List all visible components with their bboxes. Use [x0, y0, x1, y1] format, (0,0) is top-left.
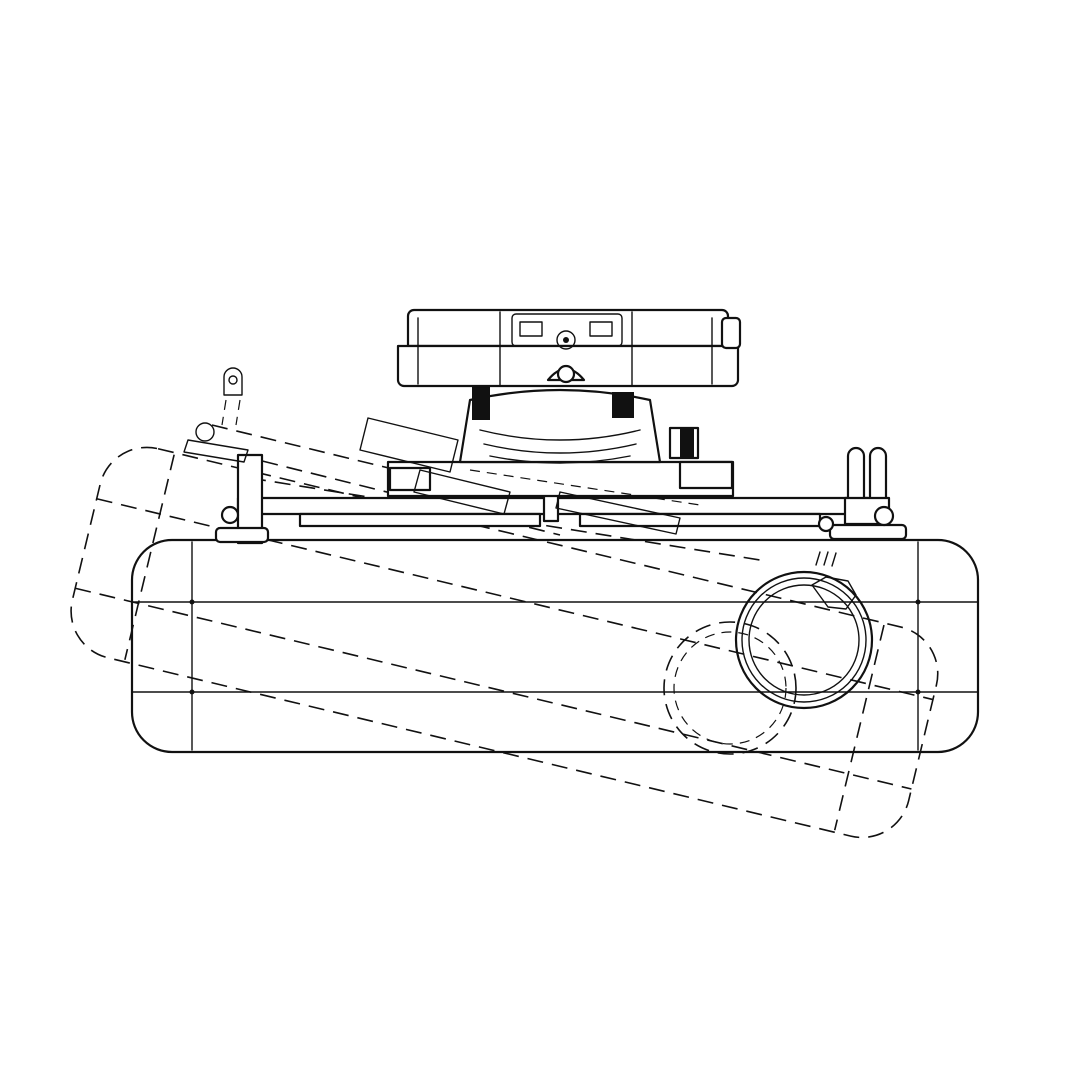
- right-hanger-post: [817, 446, 908, 541]
- lens-clamp: [811, 576, 857, 610]
- mounting-rail: [236, 493, 870, 528]
- mechanism-housing: [458, 388, 662, 464]
- mechanism-right-block: [678, 460, 734, 490]
- ceiling-plate-slot: [589, 321, 613, 337]
- ceiling-plate-bolt: [556, 330, 576, 350]
- right-knob-small: [817, 515, 835, 533]
- tilt-mechanism: [359, 380, 735, 535]
- mechanism-dark-detail: [472, 380, 490, 420]
- seam-node: [915, 689, 921, 695]
- swivel-pin: [556, 364, 576, 384]
- tilted-lens-inner: [673, 631, 787, 745]
- tilted-mechanism-plate: [413, 469, 511, 515]
- right-ubracket-left: [846, 446, 866, 502]
- lens-outer-ring: [734, 570, 874, 710]
- tilted-clevis-line: [235, 399, 241, 426]
- tilted-clevis-top: [223, 367, 243, 396]
- level-projector-body: [130, 538, 980, 754]
- tilted-clevis-hole: [228, 375, 238, 385]
- lens-ring-3: [748, 584, 860, 696]
- tilted-projector-body: [70, 446, 939, 839]
- mechanism-side-knob-dark: [680, 428, 694, 458]
- mechanism-left-block: [388, 466, 432, 492]
- mechanism-curve-3: [489, 455, 631, 464]
- tilted-body-seam-lower: [75, 587, 912, 790]
- ceiling-plate-top: [406, 308, 730, 348]
- mechanism-base: [386, 460, 735, 498]
- tilted-clevis-foot: [183, 439, 249, 463]
- lens-clamp-pin: [831, 552, 837, 567]
- tilted-body-front-edge: [833, 624, 885, 831]
- projector-body-outline: [130, 538, 980, 754]
- ceiling-plate-bolt-center: [563, 337, 569, 343]
- right-knob: [873, 505, 895, 527]
- tilted-clevis-knob: [195, 422, 215, 442]
- left-foot: [214, 526, 270, 544]
- ceiling-plate-slot: [519, 321, 543, 337]
- rail-lower-plate: [578, 512, 822, 528]
- lens-clamp-pin: [815, 551, 821, 566]
- tilted-body-seam-upper: [96, 498, 934, 701]
- ceiling-plate-tab: [720, 316, 742, 350]
- tilted-left-clevis: [183, 367, 249, 463]
- right-foot: [828, 523, 908, 541]
- tilted-lens-ring: [663, 621, 797, 755]
- ceiling-plate: [396, 308, 742, 388]
- lens-ring-2: [741, 577, 867, 703]
- tilted-mechanism-plate: [555, 491, 681, 535]
- rail-lower-plate: [298, 512, 542, 528]
- lens-clamp-pin: [823, 551, 829, 566]
- tilted-clevis-line: [221, 399, 227, 426]
- ceiling-plate-center-recess: [511, 313, 623, 347]
- left-knob: [220, 505, 240, 525]
- seam-node: [189, 689, 195, 695]
- lens-ring: [734, 551, 874, 710]
- left-hanger-post: [214, 453, 270, 545]
- mechanism-curve-2: [483, 443, 637, 454]
- tilted-mechanism-block: [359, 417, 459, 473]
- seam-node: [189, 599, 195, 605]
- mechanism-curve-1: [479, 429, 641, 441]
- right-ubracket-right: [868, 446, 888, 502]
- mechanism-dark-detail: [612, 392, 634, 418]
- tilted-mechanism-line: [469, 469, 701, 506]
- seam-node: [915, 599, 921, 605]
